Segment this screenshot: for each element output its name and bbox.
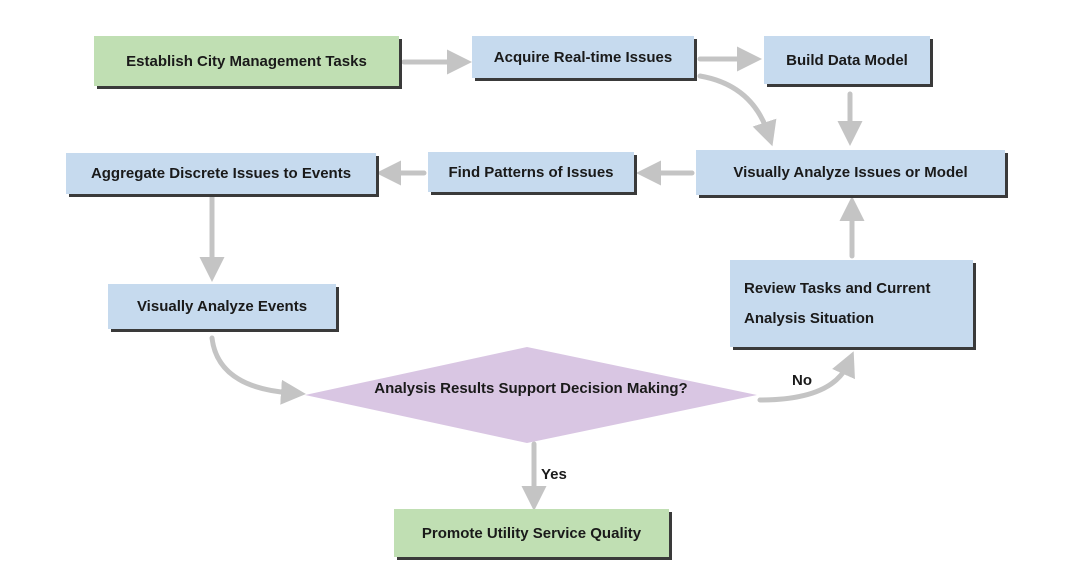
node-find-patterns: Find Patterns of Issues — [428, 152, 634, 192]
decision-diamond — [305, 347, 757, 443]
arrow-events-to-decision — [209, 335, 306, 405]
node-visually-analyze-issues: Visually Analyze Issues or Model — [696, 150, 1005, 195]
node-establish-tasks: Establish City Management Tasks — [94, 36, 399, 86]
edge-label-no: No — [792, 372, 812, 389]
node-label: Promote Utility Service Quality — [421, 524, 642, 542]
node-label: Visually Analyze Issues or Model — [733, 164, 968, 181]
node-label: Aggregate Discrete Issues to Events — [90, 165, 352, 182]
node-label: Visually Analyze Events — [136, 298, 308, 315]
node-review-tasks: Review Tasks and Current Analysis Situat… — [730, 260, 973, 347]
node-label: Establish City Management Tasks — [126, 52, 367, 70]
edge-label-yes: Yes — [541, 466, 567, 483]
node-label-line1: Review Tasks and Current — [744, 279, 931, 297]
node-build-data-model: Build Data Model — [764, 36, 930, 84]
node-visually-analyze-events: Visually Analyze Events — [108, 284, 336, 329]
node-label-line2: Analysis Situation — [744, 309, 875, 327]
node-promote-quality: Promote Utility Service Quality — [394, 509, 669, 557]
node-label: Build Data Model — [786, 51, 908, 69]
node-label: Find Patterns of Issues — [448, 163, 614, 181]
decision-label: Analysis Results Support Decision Making… — [374, 380, 688, 397]
arrow-acquire-to-visual — [697, 73, 777, 147]
node-label: Acquire Real-time Issues — [493, 48, 673, 66]
node-aggregate-issues: Aggregate Discrete Issues to Events — [66, 153, 376, 194]
arrow-decision-no-to-review — [757, 351, 855, 403]
node-acquire-issues: Acquire Real-time Issues — [472, 36, 694, 78]
